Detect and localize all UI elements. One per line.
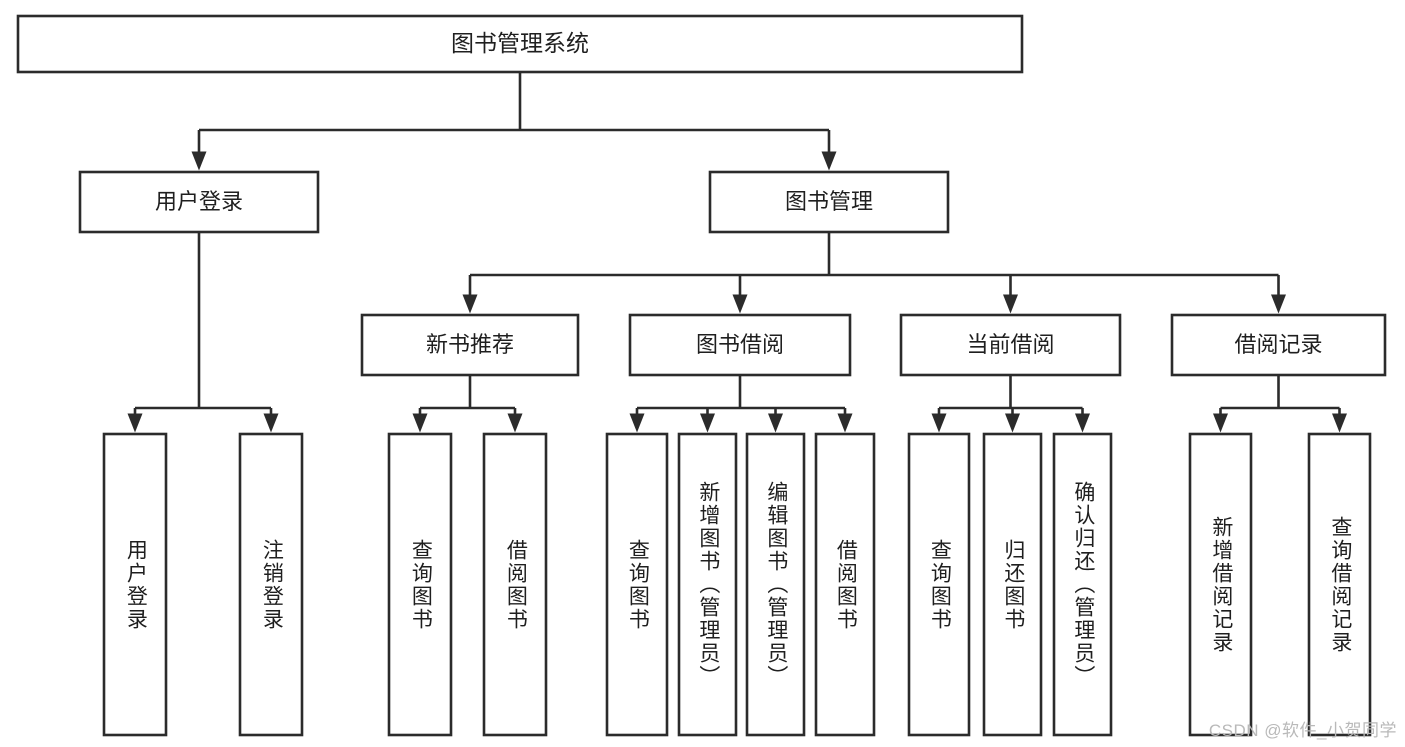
leaf-box-2[interactable] — [387, 432, 453, 737]
level3-label-2: 当前借阅 — [966, 332, 1054, 357]
level3-label-0: 新书推荐 — [426, 332, 514, 357]
leaf-box-9[interactable] — [982, 432, 1043, 737]
level2-box-0[interactable] — [78, 170, 320, 234]
node-box-layer — [16, 14, 1387, 737]
leaf-box-7[interactable] — [814, 432, 876, 737]
l3-1-to-leaves-arrow-0 — [629, 413, 645, 433]
l3-3-to-leaves-arrow-1 — [1332, 413, 1347, 433]
level3-label-1: 图书借阅 — [696, 332, 784, 357]
l3-2-to-leaves-arrow-1 — [1005, 413, 1020, 433]
level2-box-1[interactable] — [708, 170, 950, 234]
level3-box-2[interactable] — [899, 313, 1122, 377]
level3-label-3: 借阅记录 — [1234, 332, 1322, 357]
leaf-box-10[interactable] — [1052, 432, 1113, 737]
leaf-box-0[interactable] — [102, 432, 168, 737]
leaf-box-11[interactable] — [1188, 432, 1253, 737]
l3-1-to-leaves-arrow-2 — [768, 413, 783, 433]
leaf-box-6[interactable] — [745, 432, 806, 737]
books-to-level3-arrow-2 — [1003, 294, 1018, 314]
l3-3-to-leaves-arrow-0 — [1213, 413, 1228, 433]
login-to-leaves-arrow-1 — [263, 413, 279, 433]
root-label-0: 图书管理系统 — [451, 30, 589, 56]
books-to-level3-arrow-3 — [1271, 294, 1286, 314]
watermark-text: CSDN @软件_小贺同学 — [1208, 721, 1397, 740]
leaf-box-12[interactable] — [1307, 432, 1372, 737]
l3-0-to-leaves-arrow-1 — [507, 413, 523, 433]
root-to-level2-arrow-0 — [191, 151, 207, 171]
connector-layer — [127, 72, 1347, 433]
leaf-box-1[interactable] — [238, 432, 304, 737]
books-to-level3-arrow-0 — [462, 294, 478, 314]
level3-box-3[interactable] — [1170, 313, 1387, 377]
root-box-0[interactable] — [16, 14, 1024, 74]
leaf-box-3[interactable] — [482, 432, 548, 737]
level3-box-0[interactable] — [360, 313, 580, 377]
leaf-box-4[interactable] — [605, 432, 669, 737]
l3-2-to-leaves-arrow-0 — [931, 413, 947, 433]
level2-label-0: 用户登录 — [155, 189, 243, 214]
level2-label-1: 图书管理 — [785, 189, 873, 214]
l3-1-to-leaves-arrow-1 — [700, 413, 715, 433]
login-to-leaves-arrow-0 — [127, 413, 143, 433]
books-to-level3-arrow-1 — [732, 294, 748, 314]
l3-2-to-leaves-arrow-2 — [1075, 413, 1090, 433]
leaf-box-8[interactable] — [907, 432, 971, 737]
level3-box-1[interactable] — [628, 313, 852, 377]
l3-0-to-leaves-arrow-0 — [412, 413, 428, 433]
leaf-box-5[interactable] — [677, 432, 738, 737]
l3-1-to-leaves-arrow-3 — [837, 413, 853, 433]
root-to-level2-arrow-1 — [821, 151, 837, 171]
